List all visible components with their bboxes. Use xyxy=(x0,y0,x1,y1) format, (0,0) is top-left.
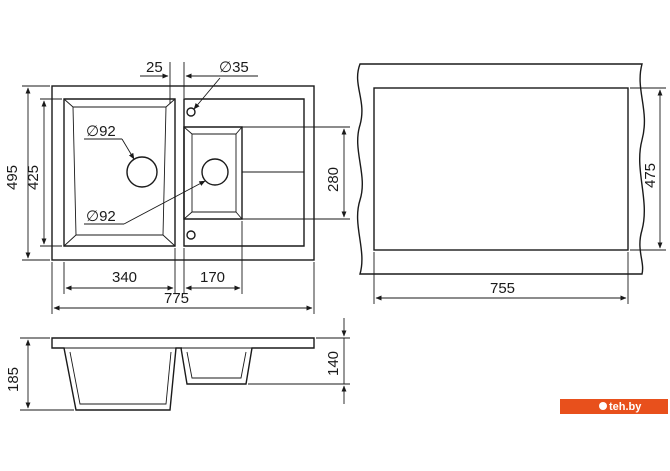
overflow-hole xyxy=(186,230,196,240)
dim-drain-small: ∅92 xyxy=(86,208,116,225)
watermark-text: teh.by xyxy=(609,401,642,413)
top-view-dimensions: 495 425 25 ∅35 ∅92 ∅92 280 xyxy=(4,59,350,314)
dim-bowl-width: 340 xyxy=(112,269,137,286)
side-profile xyxy=(51,337,315,411)
dim-cutout-width: 755 xyxy=(490,280,515,297)
cutout-outer xyxy=(356,63,646,275)
dim-bowl-depth: 425 xyxy=(25,165,42,190)
cutout-opening xyxy=(373,87,629,251)
watermark-badge: teh.by xyxy=(560,399,668,414)
small-bowl-inner xyxy=(191,133,237,213)
sink-top-view xyxy=(51,85,315,261)
dim-tap-hole: ∅35 xyxy=(219,59,249,76)
dim-cutout-depth: 475 xyxy=(642,163,659,188)
drainboard xyxy=(183,98,305,247)
cutout-template: 475 755 xyxy=(356,63,666,304)
dim-small-bowl-height: 140 xyxy=(325,351,342,376)
sink-side-view: 185 140 xyxy=(5,318,350,411)
small-drain xyxy=(201,158,229,186)
dim-overall-depth: 495 xyxy=(4,165,21,190)
dim-overall-width: 775 xyxy=(164,290,189,307)
dim-total-height: 185 xyxy=(5,367,22,392)
small-bowl xyxy=(183,126,243,220)
main-drain xyxy=(126,156,158,188)
dim-drain-large: ∅92 xyxy=(86,123,116,140)
sink-outline xyxy=(51,85,315,261)
tap-hole xyxy=(186,107,196,117)
dim-small-bowl-depth: 280 xyxy=(325,167,342,192)
dim-small-bowl-width: 170 xyxy=(200,269,225,286)
dim-drain-offset: 25 xyxy=(146,59,163,76)
